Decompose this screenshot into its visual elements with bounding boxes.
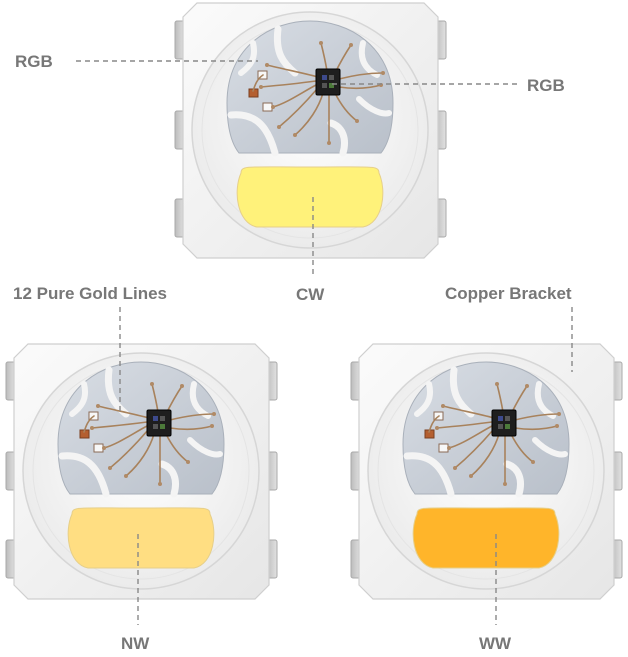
label-copper-bracket: Copper Bracket: [445, 284, 572, 303]
label-rgb-right: RGB: [527, 76, 565, 95]
phosphor-window-cw: [236, 166, 384, 228]
led-package-cw: [175, 3, 446, 258]
led-package-ww: [351, 344, 622, 599]
led-package-nw: [6, 344, 277, 599]
label-ww: WW: [479, 634, 512, 653]
phosphor-window-nw: [67, 507, 215, 569]
label-gold-lines: 12 Pure Gold Lines: [13, 284, 167, 303]
label-rgb-left: RGB: [15, 52, 53, 71]
label-nw: NW: [121, 634, 150, 653]
label-cw: CW: [296, 285, 325, 304]
phosphor-window-ww: [412, 507, 560, 569]
